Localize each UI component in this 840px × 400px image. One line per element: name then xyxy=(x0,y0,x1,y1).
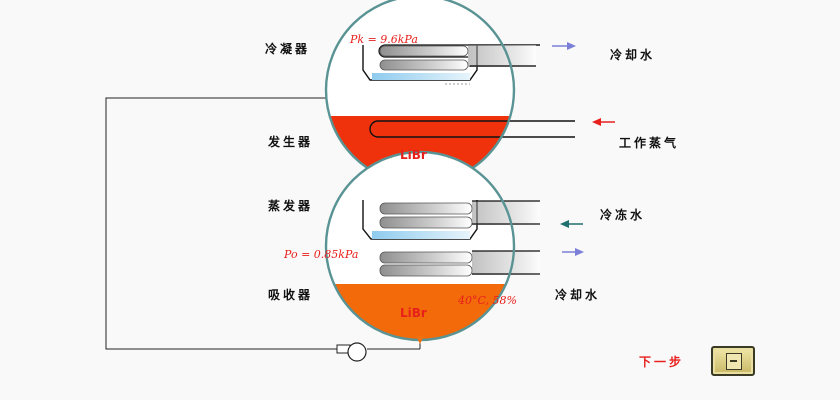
evaporator-tube-shading xyxy=(472,201,540,225)
chilled-water-label: 冷冻水 xyxy=(600,208,646,222)
solution-pump xyxy=(336,342,367,362)
cooling-water-bottom-label: 冷却水 xyxy=(555,288,601,302)
evaporator-tube-upper xyxy=(379,202,473,215)
condensate-film xyxy=(372,73,470,80)
absorber-tube-upper xyxy=(379,251,473,264)
solution-state: 40°C, 58% xyxy=(458,294,517,307)
absorber-tube-shading xyxy=(472,251,540,275)
return-pipe xyxy=(105,97,340,350)
absorber-solution-label: LiBr xyxy=(400,306,427,320)
cooling-water-bottom-arrow xyxy=(562,248,584,256)
condenser-tube-upper xyxy=(378,44,540,58)
next-step-label[interactable]: 下一步 xyxy=(639,355,685,369)
pump-body xyxy=(347,342,367,362)
chilled-water-arrow xyxy=(560,220,583,228)
refrigerant-water xyxy=(372,231,470,239)
cooling-water-top-label: 冷却水 xyxy=(610,48,656,62)
next-step-button[interactable] xyxy=(711,346,755,376)
evaporator-pressure: Po = 0.85kPa xyxy=(284,248,359,261)
cooling-water-top-arrow xyxy=(552,42,576,50)
condenser-label: 冷凝器 xyxy=(265,42,311,56)
condenser-tube-lower xyxy=(379,59,469,71)
exit-door-icon xyxy=(726,353,742,370)
evaporator-label: 蒸发器 xyxy=(268,199,314,213)
condenser-tube-upper-fill xyxy=(379,45,469,57)
evaporator-tube-lower xyxy=(379,216,473,229)
generator-label: 发生器 xyxy=(268,135,314,149)
working-steam-arrow xyxy=(592,118,615,126)
solution-down-arrow xyxy=(416,336,424,344)
steam-coil xyxy=(369,120,575,138)
condenser-pressure: Pk = 9.6kPa xyxy=(350,33,418,46)
condenser-tube-shading xyxy=(468,45,536,67)
absorber-label: 吸收器 xyxy=(268,288,314,302)
working-steam-label: 工作蒸气 xyxy=(619,136,680,150)
generator-solution-label: LiBr xyxy=(400,148,427,162)
absorber-tube-lower xyxy=(379,264,473,277)
